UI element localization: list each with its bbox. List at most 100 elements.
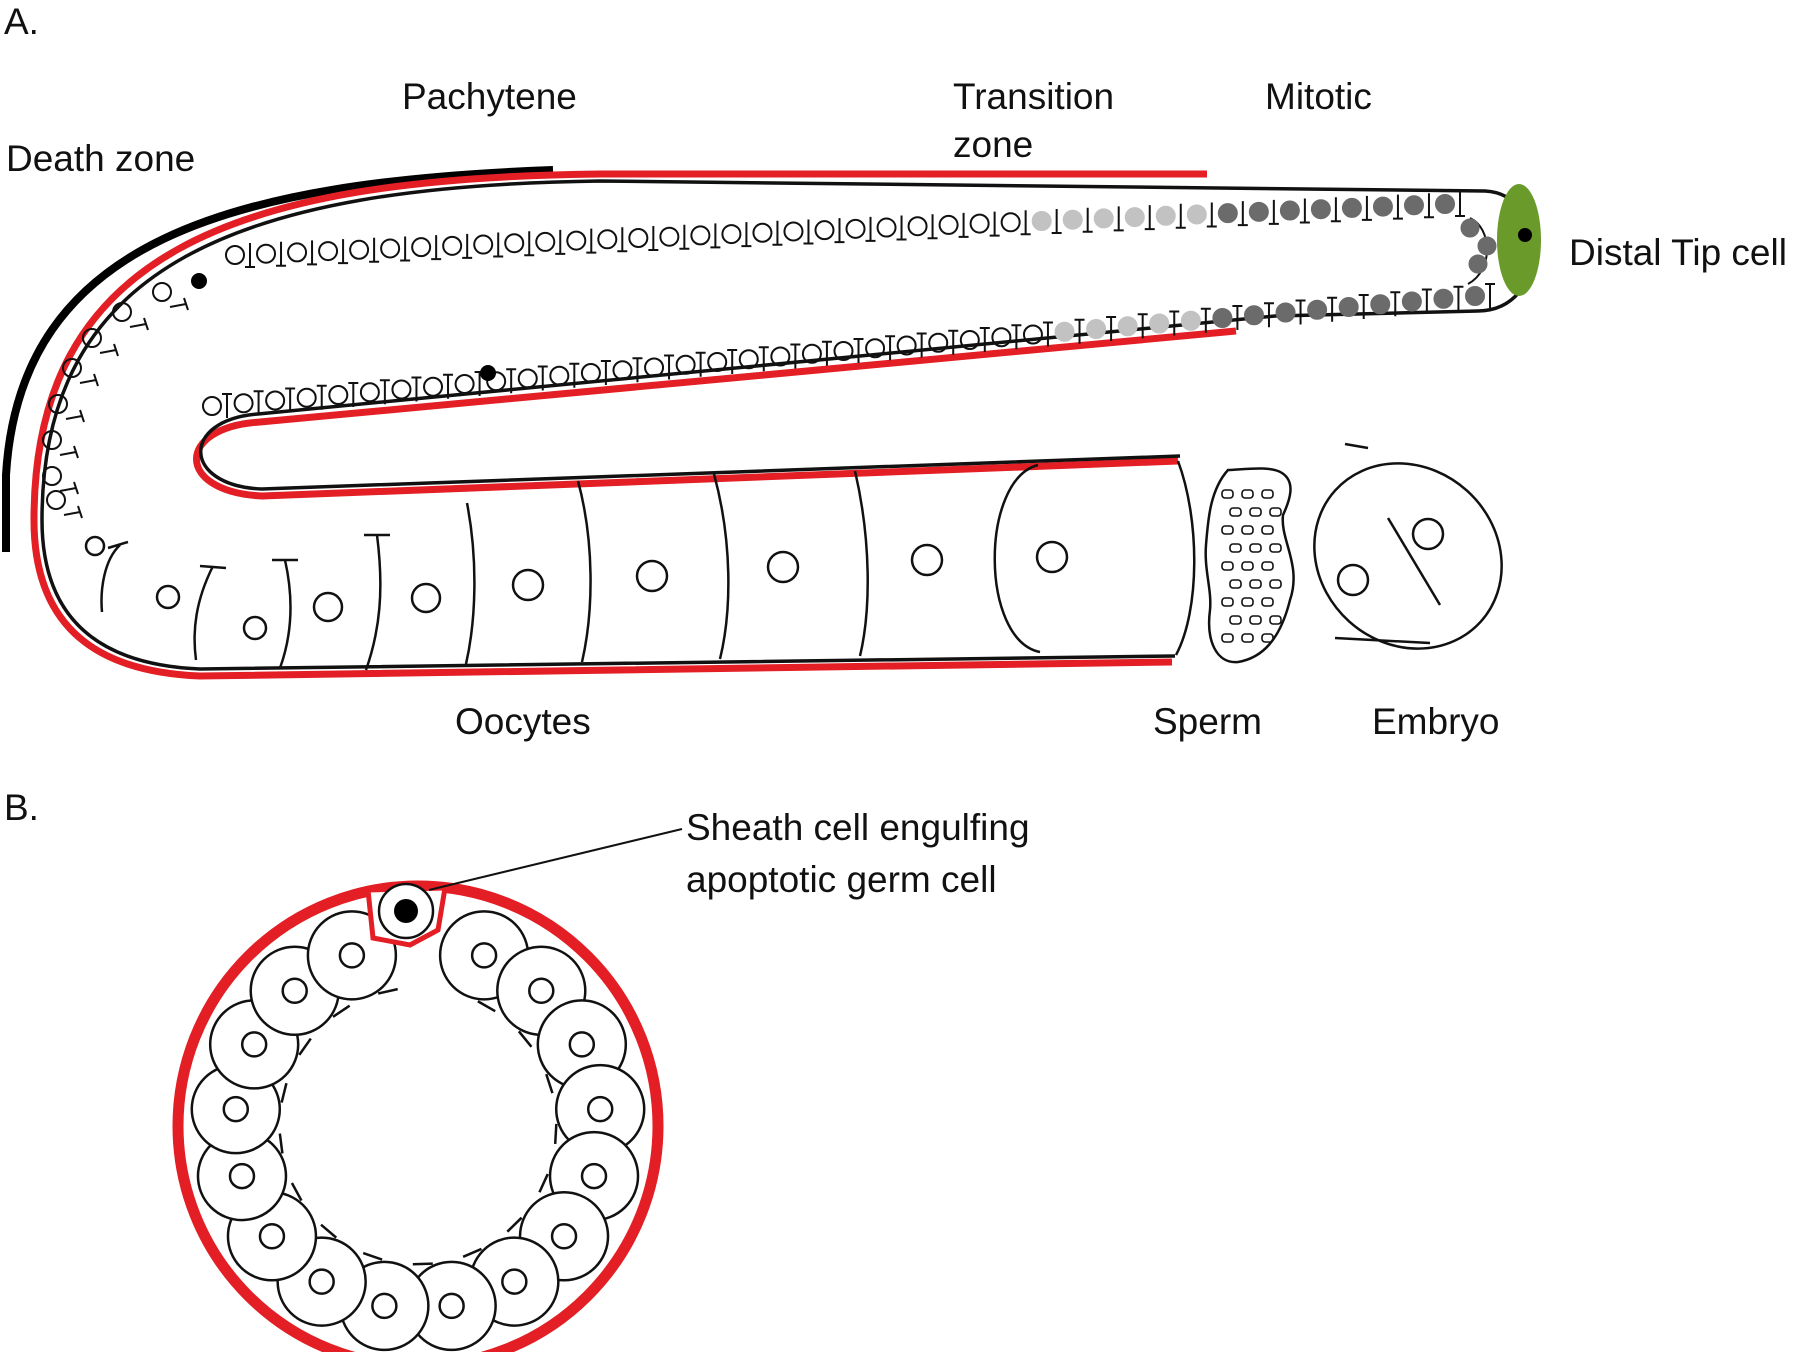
apoptotic-nucleus-engulfed: [394, 899, 418, 923]
rachis-lumen: [286, 994, 550, 1258]
germ-cell-membrane: [63, 505, 83, 519]
germ-cell-nucleus: [1022, 324, 1043, 345]
ring-germ-cell-nucleus: [281, 977, 308, 1005]
germ-cell-membrane: [1206, 202, 1217, 228]
germ-cell-membrane: [1011, 324, 1022, 350]
ring-rachis-gap: [280, 1082, 288, 1103]
germ-cell-membrane: [99, 343, 119, 357]
ring-rachis-gap: [278, 1133, 284, 1154]
germ-cell-nucleus: [423, 376, 444, 397]
label-transition-zone-line1: Transition: [953, 76, 1114, 117]
germ-cell-nucleus: [1117, 316, 1138, 337]
germ-cell-membrane: [758, 346, 769, 372]
germ-cell-nucleus: [783, 221, 804, 242]
ring-germ-cell-nucleus: [550, 1223, 578, 1250]
germ-cell-membrane: [1144, 205, 1155, 231]
embryo-shell: [1313, 462, 1503, 650]
germ-cell-nucleus: [535, 231, 556, 252]
germ-cell-nucleus: [549, 365, 570, 386]
germ-cell-membrane: [462, 233, 473, 259]
ring-rachis-gap: [362, 1251, 383, 1261]
germ-cell-nucleus: [473, 234, 494, 255]
germ-cell-membrane: [506, 368, 517, 394]
germ-cell-membrane: [1421, 288, 1432, 314]
germ-cell-nucleus: [675, 354, 696, 375]
germ-cell-membrane: [379, 379, 390, 405]
germ-cell-nucleus: [1372, 196, 1393, 217]
germ-cell-nucleus: [907, 216, 928, 237]
ring-rachis-gap: [545, 1073, 554, 1094]
oocyte-membrane: [464, 502, 476, 665]
germ-cell-membrane: [1232, 305, 1243, 330]
embryo-tail: [1334, 636, 1431, 645]
germ-cell-membrane: [790, 343, 801, 369]
germ-cell-membrane: [1390, 291, 1401, 317]
germ-cell-membrane: [1295, 299, 1306, 325]
germ-cell-membrane: [821, 340, 832, 366]
germ-cell-membrane: [400, 236, 411, 262]
germ-cell-nucleus: [82, 328, 102, 348]
germ-cell-nucleus: [1212, 308, 1233, 328]
sperm-cell: [1269, 507, 1282, 517]
germ-cell-nucleus: [1054, 321, 1075, 342]
label-death-zone: Death zone: [6, 138, 195, 179]
germ-cell-membrane: [569, 362, 580, 388]
apoptotic-nucleus-lower-arm: [480, 365, 496, 381]
embryo-cleavage: [1386, 517, 1442, 606]
ring-rachis-gap: [506, 1216, 523, 1233]
label-sheath-line2: apoptotic germ cell: [686, 859, 997, 900]
germ-cell-nucleus: [876, 217, 897, 238]
oocyte-membrane: [100, 540, 129, 613]
germ-cell-nucleus: [928, 332, 949, 353]
ring-germ-cell-nucleus: [338, 942, 366, 969]
germ-cell-nucleus: [991, 327, 1012, 348]
germ-cell-nucleus: [896, 335, 917, 356]
sperm-cell: [1249, 579, 1262, 589]
germ-cell-membrane: [1268, 199, 1279, 225]
germ-cell-membrane: [1392, 194, 1403, 220]
sperm-cell: [1261, 597, 1274, 607]
germ-cell-membrane: [896, 215, 907, 241]
germ-cell-membrane: [1361, 195, 1372, 221]
sperm-cell: [1229, 507, 1242, 517]
germ-cell-membrane: [885, 335, 896, 361]
germ-cell-nucleus: [1155, 205, 1176, 226]
germ-cell-membrane: [958, 212, 969, 238]
sperm-cell: [1261, 633, 1274, 643]
oocyte-nucleus: [242, 615, 268, 641]
sperm-cell: [1241, 597, 1254, 607]
germ-cell-membrane: [772, 220, 783, 246]
sperm-cell: [1249, 543, 1262, 553]
sperm-cell: [1241, 561, 1254, 571]
germ-cell-membrane: [1051, 209, 1062, 234]
ring-rachis-gap: [298, 1037, 312, 1056]
germ-cell-membrane: [1423, 193, 1434, 219]
germ-cell-nucleus: [1248, 201, 1269, 222]
ring-rachis-gap: [290, 1182, 303, 1202]
germ-cell-membrane: [1358, 294, 1369, 319]
sperm-cell: [1229, 579, 1242, 589]
germ-cell-nucleus: [721, 224, 742, 245]
sperm-cell: [1221, 489, 1234, 499]
germ-cell-membrane: [59, 481, 79, 495]
sperm-cells: [1221, 489, 1282, 643]
ring-germ-cell-nucleus: [580, 1162, 608, 1190]
sperm-cell: [1221, 525, 1234, 535]
germ-cell-membrane: [1169, 310, 1180, 336]
oocyte-membrane: [993, 463, 1041, 654]
germ-cell-membrane: [316, 384, 327, 410]
oocyte-nucleus: [1035, 540, 1069, 574]
oocyte-membrane: [576, 480, 592, 663]
germ-cell-membrane: [648, 226, 659, 251]
germ-cell-nucleus: [1435, 194, 1455, 214]
germ-cell-membrane: [865, 216, 876, 242]
germ-cell-membrane: [276, 241, 287, 267]
germ-cell-membrane: [1106, 316, 1117, 341]
germ-cell-nucleus: [318, 241, 339, 262]
germ-cell-nucleus: [752, 222, 773, 243]
oocyte-membrane: [712, 473, 730, 660]
germ-cell-nucleus: [659, 226, 680, 247]
germ-cell-membrane: [1200, 307, 1211, 333]
germ-cell-nucleus: [1086, 319, 1107, 339]
germ-cell-nucleus: [969, 213, 990, 234]
